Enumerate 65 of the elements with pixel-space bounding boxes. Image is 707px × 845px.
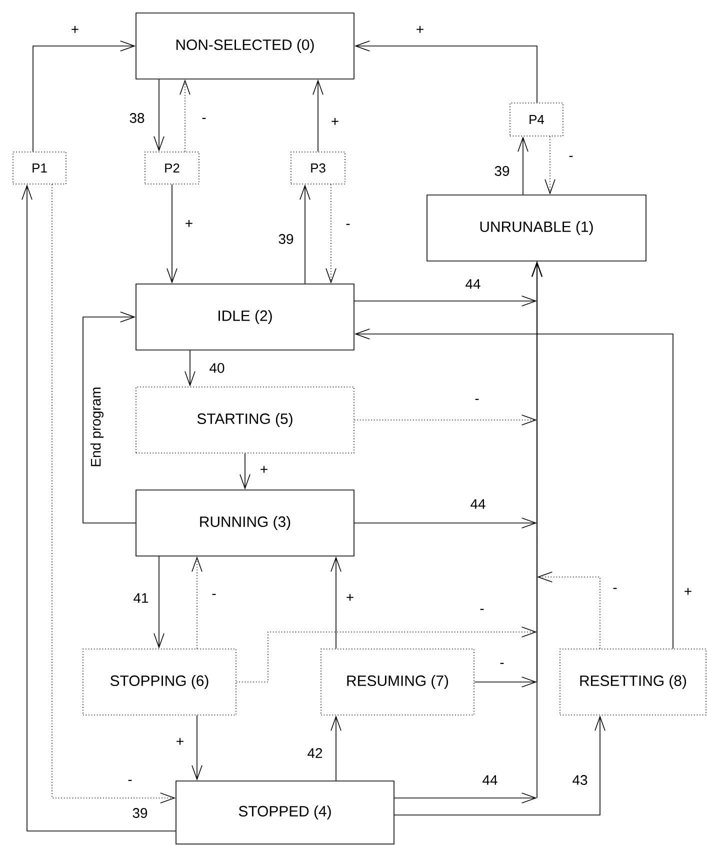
arrow: [330, 556, 342, 649]
edge-label: 39: [278, 234, 294, 244]
arrow: [154, 556, 164, 649]
edge-label: -: [480, 608, 484, 610]
arrow: [394, 261, 542, 804]
arrow: [518, 136, 528, 196]
arrow: [82, 312, 136, 524]
arrow: [240, 453, 250, 490]
edge-label: 43: [572, 775, 588, 785]
edge-label: 44: [470, 499, 486, 509]
arrow: [180, 79, 190, 152]
edge-label: 42: [308, 748, 322, 758]
arrow: [32, 40, 136, 152]
junction-box: P3: [290, 152, 346, 184]
edge-label: 38: [130, 113, 144, 123]
arrow: [394, 715, 606, 816]
state-box: STARTING (5): [136, 386, 354, 454]
edge-label: -: [569, 156, 573, 157]
edge-label: 41: [134, 593, 148, 603]
arrow: [354, 40, 538, 103]
edge-label: +: [684, 588, 692, 595]
edge-label: -: [212, 594, 216, 595]
state-box: RESUMING (7): [320, 648, 474, 716]
state-box: RESETTING (8): [560, 648, 706, 716]
arrow: [330, 715, 342, 781]
arrow: [192, 715, 202, 781]
edge-label: +: [332, 118, 338, 125]
state-box: IDLE (2): [136, 284, 354, 350]
arrow: [312, 79, 324, 152]
arrow: [166, 184, 178, 284]
state-box: UNRUNABLE (1): [426, 194, 646, 262]
edge-label: +: [186, 220, 192, 227]
arrow: [544, 136, 556, 195]
edge-label: +: [416, 26, 424, 33]
edge-label: +: [72, 26, 78, 33]
arrow: [184, 350, 196, 387]
edge-label: -: [613, 588, 617, 589]
arrow: [354, 328, 674, 649]
edge-label: +: [260, 466, 268, 473]
arrow: [52, 184, 176, 804]
junction-box: P4: [510, 102, 564, 136]
edge-label: 39: [132, 808, 148, 818]
state-box: STOPPED (4): [176, 780, 394, 844]
edge-label: End program: [90, 388, 104, 466]
edge-label: -: [202, 118, 206, 119]
junction-box: P1: [12, 152, 66, 184]
arrow: [154, 79, 164, 152]
state-box: STOPPING (6): [82, 648, 236, 716]
edge-label: -: [128, 780, 132, 781]
arrow: [22, 184, 176, 832]
edge-label: 39: [494, 166, 510, 176]
edge-label: 40: [210, 363, 224, 373]
edge-label: 44: [466, 279, 480, 289]
edge-label: -: [346, 224, 350, 225]
edge-label: 44: [482, 775, 498, 785]
edge-label: -: [500, 662, 504, 664]
arrow: [326, 184, 336, 284]
arrow: [300, 184, 310, 284]
junction-box: P2: [144, 152, 200, 184]
edge-label: -: [475, 398, 479, 400]
edge-label: +: [176, 738, 184, 745]
state-box: RUNNING (3): [136, 490, 354, 556]
arrow: [192, 556, 202, 649]
edge-label: +: [346, 594, 354, 601]
state-box: NON-SELECTED (0): [136, 12, 354, 80]
